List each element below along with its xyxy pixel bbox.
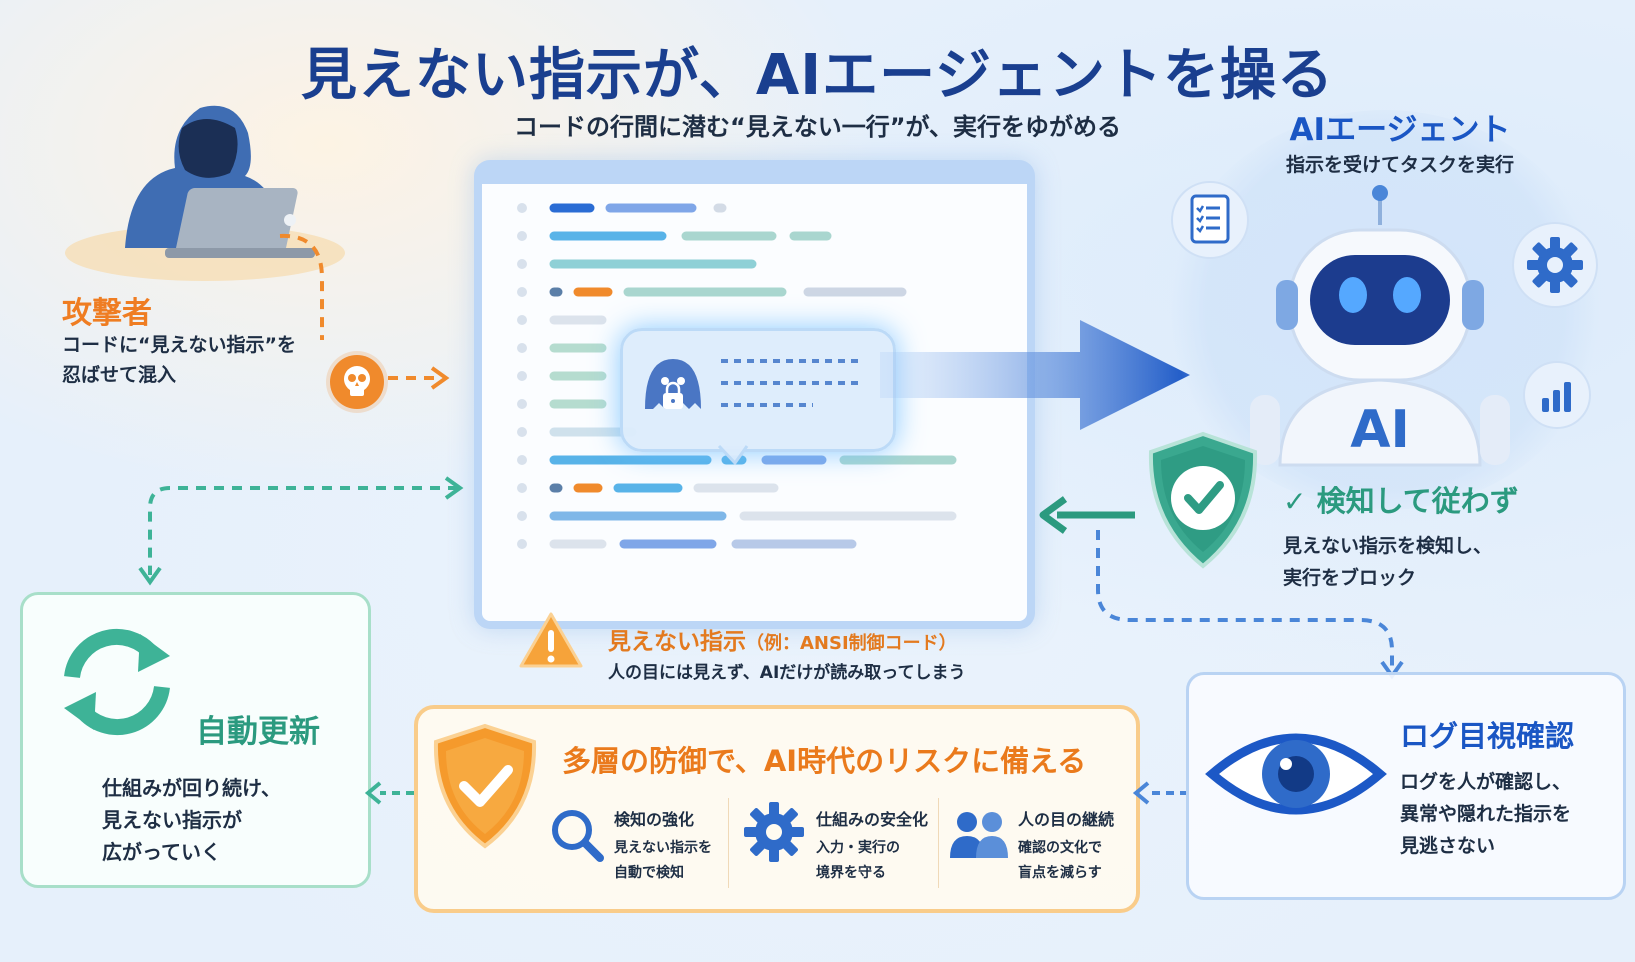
defense-item-desc-line: 盲点を減らす — [1018, 865, 1102, 881]
attacker-desc-line1: コードに“見えない指示”を — [62, 334, 296, 356]
divider — [728, 798, 729, 888]
main-flow-arrow — [880, 320, 1190, 430]
detect-title: 検知して従わず — [1316, 484, 1519, 518]
defense-item-desc-line: 確認の文化で — [1018, 840, 1102, 856]
warning-description: 人の目には見えず、AIだけが読み取ってしまう — [608, 663, 966, 683]
attacker-title: 攻撃者 — [62, 296, 152, 331]
update-desc-line2: 見えない指示が — [102, 808, 242, 832]
log-review-description: ログを人が確認し、 異常や隠れた指示を 見逃さない — [1400, 766, 1571, 862]
defense-item-desc: 確認の文化で 盲点を減らす — [1018, 836, 1114, 886]
auto-update-panel — [20, 592, 371, 888]
ghost-lock-icon — [645, 359, 701, 409]
log-to-defense-arrow — [1132, 781, 1188, 805]
defense-title: 多層の防御で、AI時代のリスクに備える — [562, 744, 1087, 778]
code-lines — [517, 203, 957, 549]
log-desc-line2: 異常や隠れた指示を — [1400, 803, 1572, 825]
defense-item-desc-line: 境界を守る — [816, 865, 886, 881]
gear-icon — [744, 802, 804, 862]
hidden-instruction-bubble — [620, 328, 896, 466]
detect-to-log-arrow — [1096, 530, 1404, 680]
defense-item-title: 検知の強化 — [614, 810, 695, 829]
update-desc-line3: 広がっていく — [102, 840, 221, 864]
defense-item-title: 仕組みの安全化 — [816, 810, 929, 829]
warning-example: （例：ANSI制御コード） — [746, 633, 957, 654]
gear-icon — [1512, 222, 1598, 308]
refresh-cycle-icon — [64, 628, 170, 736]
defense-item-desc-line: 自動で検知 — [614, 865, 684, 881]
people-icon — [950, 812, 1008, 858]
ai-robot-icon — [1250, 185, 1510, 467]
update-desc-line1: 仕組みが回り続け、 — [102, 776, 281, 800]
shield-check-icon — [1148, 431, 1258, 569]
warning-title: 見えない指示 — [608, 629, 746, 655]
defense-item-desc-line: 入力・実行の — [816, 840, 900, 856]
attacker-path-arrow — [279, 233, 450, 390]
loop-back-arrow — [138, 476, 464, 586]
log-review-title: ログ目視確認 — [1400, 719, 1575, 753]
log-desc-line1: ログを人が確認し、 — [1400, 771, 1572, 793]
auto-update-description: 仕組みが回り続け、 見えない指示が 広がっていく — [102, 772, 281, 868]
skull-icon — [330, 355, 384, 409]
eye-icon — [1205, 733, 1387, 815]
defense-item-desc-line: 見えない指示を — [614, 840, 712, 856]
page-title: 見えない指示が、AIエージェントを操る — [301, 43, 1334, 108]
agent-title: AIエージェント — [1289, 112, 1511, 148]
robot-chest-label: AI — [1350, 400, 1410, 460]
defense-item-desc: 入力・実行の 境界を守る — [816, 836, 928, 886]
defense-to-update-arrow — [364, 781, 414, 805]
defense-shield-icon — [433, 723, 537, 849]
page-subtitle: コードの行間に潜む“見えない一行”が、実行をゆがめる — [513, 113, 1122, 141]
check-icon: ✓ — [1283, 485, 1307, 518]
attacker-desc-line2: 忍ばせて混入 — [62, 364, 177, 386]
magnifier-icon — [552, 810, 604, 862]
defense-item-desc: 見えない指示を 自動で検知 — [614, 836, 712, 886]
detect-description: 見えない指示を検知し、 実行をブロック — [1283, 530, 1492, 594]
bar-chart-icon — [1523, 361, 1591, 429]
defense-item-title: 人の目の継続 — [1018, 810, 1115, 829]
attacker-description: コードに“見えない指示”を 忍ばせて混入 — [62, 330, 322, 390]
warning-icon — [519, 612, 583, 668]
auto-update-title: 自動更新 — [196, 714, 320, 750]
block-back-arrow — [1039, 496, 1135, 534]
detect-desc-line1: 見えない指示を検知し、 — [1283, 535, 1493, 557]
agent-description: 指示を受けてタスクを実行 — [1285, 154, 1514, 176]
detect-desc-line2: 実行をブロック — [1283, 567, 1417, 589]
divider — [938, 798, 939, 888]
log-desc-line3: 見逃さない — [1400, 835, 1496, 857]
checklist-icon — [1171, 181, 1249, 259]
hooded-attacker-icon — [65, 105, 345, 281]
